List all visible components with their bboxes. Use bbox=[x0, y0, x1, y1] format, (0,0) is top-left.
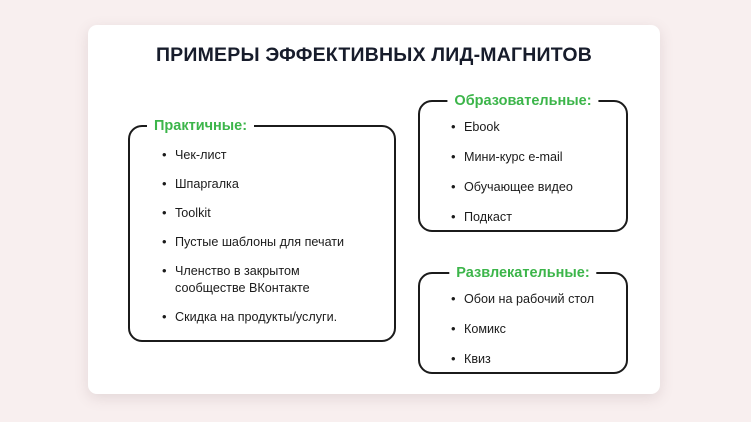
bullet-icon: • bbox=[451, 351, 456, 366]
list-item-label: Скидка на продукты/услуги. bbox=[175, 309, 338, 324]
group-list-educational: • Ebook • Мини-курс e-mail • Обучающее в… bbox=[420, 102, 626, 239]
group-box-practical: Практичные: • Чек-лист • Шпаргалка • Too… bbox=[128, 116, 396, 342]
list-item-label: Мини-курс e-mail bbox=[464, 150, 563, 164]
list-item: • Чек-лист bbox=[162, 147, 394, 164]
list-item: • Toolkit bbox=[162, 205, 394, 222]
list-item: • Квиз bbox=[451, 351, 626, 368]
list-item: • Обучающее видео bbox=[451, 179, 626, 196]
list-item: • Пустые шаблоны для печати bbox=[162, 234, 394, 251]
group-box-entertaining: Развлекательные: • Обои на рабочий стол … bbox=[418, 263, 628, 374]
list-item-label: Подкаст bbox=[464, 210, 512, 224]
group-legend-educational: Образовательные: bbox=[447, 91, 599, 111]
list-item-label: Комикс bbox=[464, 322, 506, 336]
bullet-icon: • bbox=[451, 291, 456, 306]
list-item-label: Обои на рабочий стол bbox=[464, 292, 595, 306]
group-list-entertaining: • Обои на рабочий стол • Комикс • Квиз bbox=[420, 274, 626, 381]
list-item-label: Членство в закрытом сообществе ВКонтакте bbox=[175, 264, 310, 295]
list-item: • Мини-курс e-mail bbox=[451, 149, 626, 166]
list-item-label: Шпаргалка bbox=[175, 177, 239, 191]
bullet-icon: • bbox=[162, 308, 167, 324]
list-item-label: Обучающее видео bbox=[464, 180, 573, 194]
group-legend-entertaining: Развлекательные: bbox=[449, 263, 597, 283]
group-list-practical: • Чек-лист • Шпаргалка • Toolkit • Пусты… bbox=[130, 127, 394, 338]
group-legend-practical: Практичные: bbox=[147, 116, 255, 136]
list-item: • Членство в закрытом сообществе ВКонтак… bbox=[162, 263, 325, 296]
slide-card: ПРИМЕРЫ ЭФФЕКТИВНЫХ ЛИД-МАГНИТОВ Практич… bbox=[88, 25, 660, 394]
list-item: • Скидка на продукты/услуги. bbox=[162, 309, 394, 326]
bullet-icon: • bbox=[162, 147, 167, 162]
list-item-label: Квиз bbox=[464, 352, 491, 366]
list-item: • Подкаст bbox=[451, 209, 626, 226]
bullet-icon: • bbox=[162, 205, 167, 220]
bullet-icon: • bbox=[162, 176, 167, 191]
list-item-label: Пустые шаблоны для печати bbox=[175, 235, 345, 249]
list-item: • Шпаргалка bbox=[162, 176, 394, 193]
list-item: • Комикс bbox=[451, 321, 626, 338]
bullet-icon: • bbox=[451, 209, 456, 224]
bullet-icon: • bbox=[451, 119, 456, 134]
bullet-icon: • bbox=[162, 234, 167, 249]
list-item: • Обои на рабочий стол bbox=[451, 291, 626, 308]
bullet-icon: • bbox=[451, 179, 456, 194]
bullet-icon: • bbox=[162, 263, 167, 278]
group-box-educational: Образовательные: • Ebook • Мини-курс e-m… bbox=[418, 91, 628, 232]
list-item-label: Toolkit bbox=[175, 206, 211, 220]
bullet-icon: • bbox=[451, 149, 456, 164]
bullet-icon: • bbox=[451, 321, 456, 336]
list-item: • Ebook bbox=[451, 119, 626, 136]
list-item-label: Чек-лист bbox=[175, 148, 227, 162]
page-title: ПРИМЕРЫ ЭФФЕКТИВНЫХ ЛИД-МАГНИТОВ bbox=[155, 44, 593, 66]
list-item-label: Ebook bbox=[464, 120, 500, 134]
